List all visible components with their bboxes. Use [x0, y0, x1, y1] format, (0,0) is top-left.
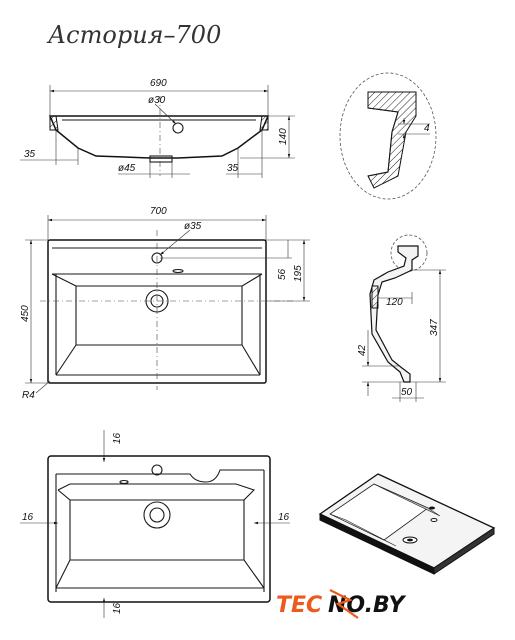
- front-view: 690 ø30 140 35 ø45 35: [20, 78, 295, 178]
- dim-side-347: 347: [429, 319, 440, 336]
- dim-front-height: 140: [278, 128, 289, 145]
- brand-logo: TEC NO.BY: [276, 589, 407, 619]
- plan-view: 700 ø35 450 56 195 R4: [20, 206, 310, 401]
- dim-side-120: 120: [386, 297, 403, 308]
- dim-plan-hole: ø35: [184, 221, 202, 232]
- dim-plan-radius: R4: [22, 390, 35, 401]
- dim-front-drain: ø45: [118, 163, 136, 174]
- dim-plan-56: 56: [277, 268, 288, 280]
- dim-bottom-16-right: 16: [278, 512, 290, 523]
- drawing-title: Астория–700: [46, 21, 221, 49]
- isometric-view: [318, 473, 496, 575]
- dim-plan-width: 700: [150, 206, 167, 217]
- dim-front-right-offset: 35: [227, 163, 239, 174]
- logo-text-tec: TEC: [276, 593, 322, 618]
- dim-plan-depth: 450: [20, 305, 31, 322]
- lightning-icon: [329, 589, 359, 619]
- dim-front-width: 690: [150, 78, 167, 89]
- detail-view: 4: [339, 72, 437, 200]
- bottom-plan-view: 16 16 16 16: [20, 430, 290, 618]
- dim-plan-195: 195: [293, 265, 304, 282]
- dim-side-42: 42: [357, 344, 368, 356]
- side-section-view: 120 347 42 50: [357, 234, 446, 402]
- dim-bottom-16-left: 16: [22, 512, 34, 523]
- dim-bottom-16-bottom: 16: [112, 602, 123, 614]
- dim-bottom-16-top: 16: [112, 432, 123, 444]
- dim-front-hole: ø30: [148, 95, 166, 106]
- dim-front-left-offset: 35: [24, 149, 36, 160]
- dim-side-50: 50: [401, 387, 413, 398]
- dim-detail-wall: 4: [424, 123, 430, 134]
